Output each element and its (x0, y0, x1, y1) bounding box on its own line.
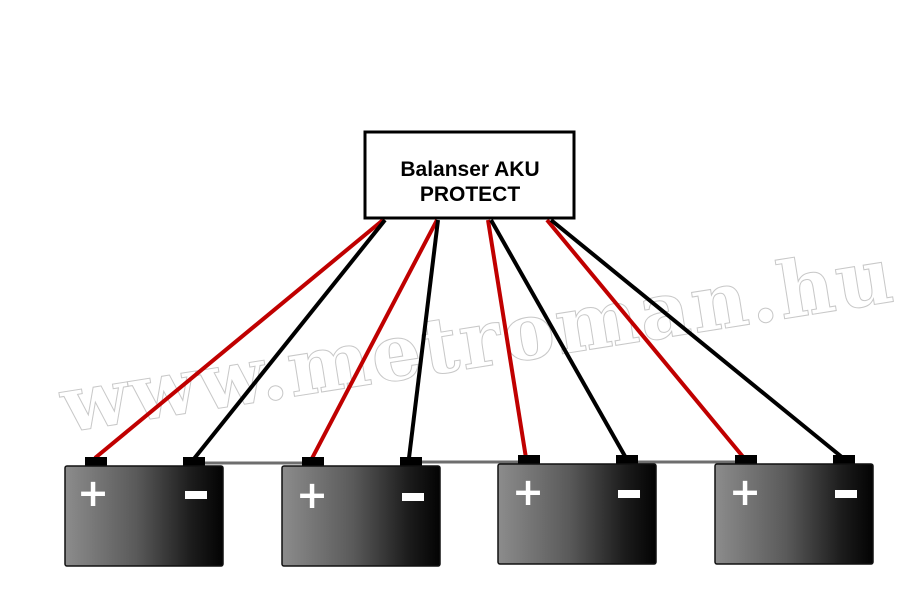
battery-4-minus-sign (835, 490, 857, 498)
battery-4: + (714, 455, 874, 565)
battery-1: + (64, 457, 224, 567)
battery-1-negative-terminal (183, 457, 205, 468)
battery-2-positive-terminal (302, 457, 324, 468)
wire-battery-3-positive (486, 219, 528, 459)
battery-2-negative-terminal (400, 457, 422, 468)
battery-4-body (714, 463, 874, 565)
wire-battery-2-positive (306, 219, 439, 467)
wire-battery-4-negative (549, 218, 845, 460)
battery-4-plus-sign: + (729, 470, 761, 514)
controller-label-line1: Balanser AKU (400, 158, 539, 181)
battery-1-body (64, 465, 224, 567)
battery-1-plus-sign: + (77, 471, 109, 515)
wire-battery-2-negative (407, 219, 440, 459)
battery-3-negative-terminal (616, 455, 638, 466)
battery-2: + (281, 457, 441, 567)
battery-2-body (281, 465, 441, 567)
battery-3-positive-terminal (518, 455, 540, 466)
battery-2-minus-sign (402, 493, 424, 501)
wire-battery-1-positive (93, 218, 385, 460)
wire-battery-3-negative (489, 219, 628, 459)
battery-1-positive-terminal (85, 457, 107, 468)
battery-1-minus-sign (185, 491, 207, 499)
battery-2-plus-sign: + (296, 473, 328, 517)
battery-4-negative-terminal (833, 455, 855, 466)
battery-3-body (497, 463, 657, 565)
wire-battery-4-positive (545, 218, 746, 460)
battery-3-minus-sign (618, 490, 640, 498)
battery-4-positive-terminal (735, 455, 757, 466)
controller-label-line2: PROTECT (420, 183, 521, 206)
battery-3: + (497, 455, 657, 565)
series-links (200, 460, 744, 465)
wire-battery-1-negative (191, 218, 387, 462)
balancer-controller-box: Balanser AKU PROTECT (363, 130, 576, 220)
wires (93, 218, 845, 467)
battery-3-plus-sign: + (512, 470, 544, 514)
watermark: www.metroman.hu (54, 230, 901, 452)
